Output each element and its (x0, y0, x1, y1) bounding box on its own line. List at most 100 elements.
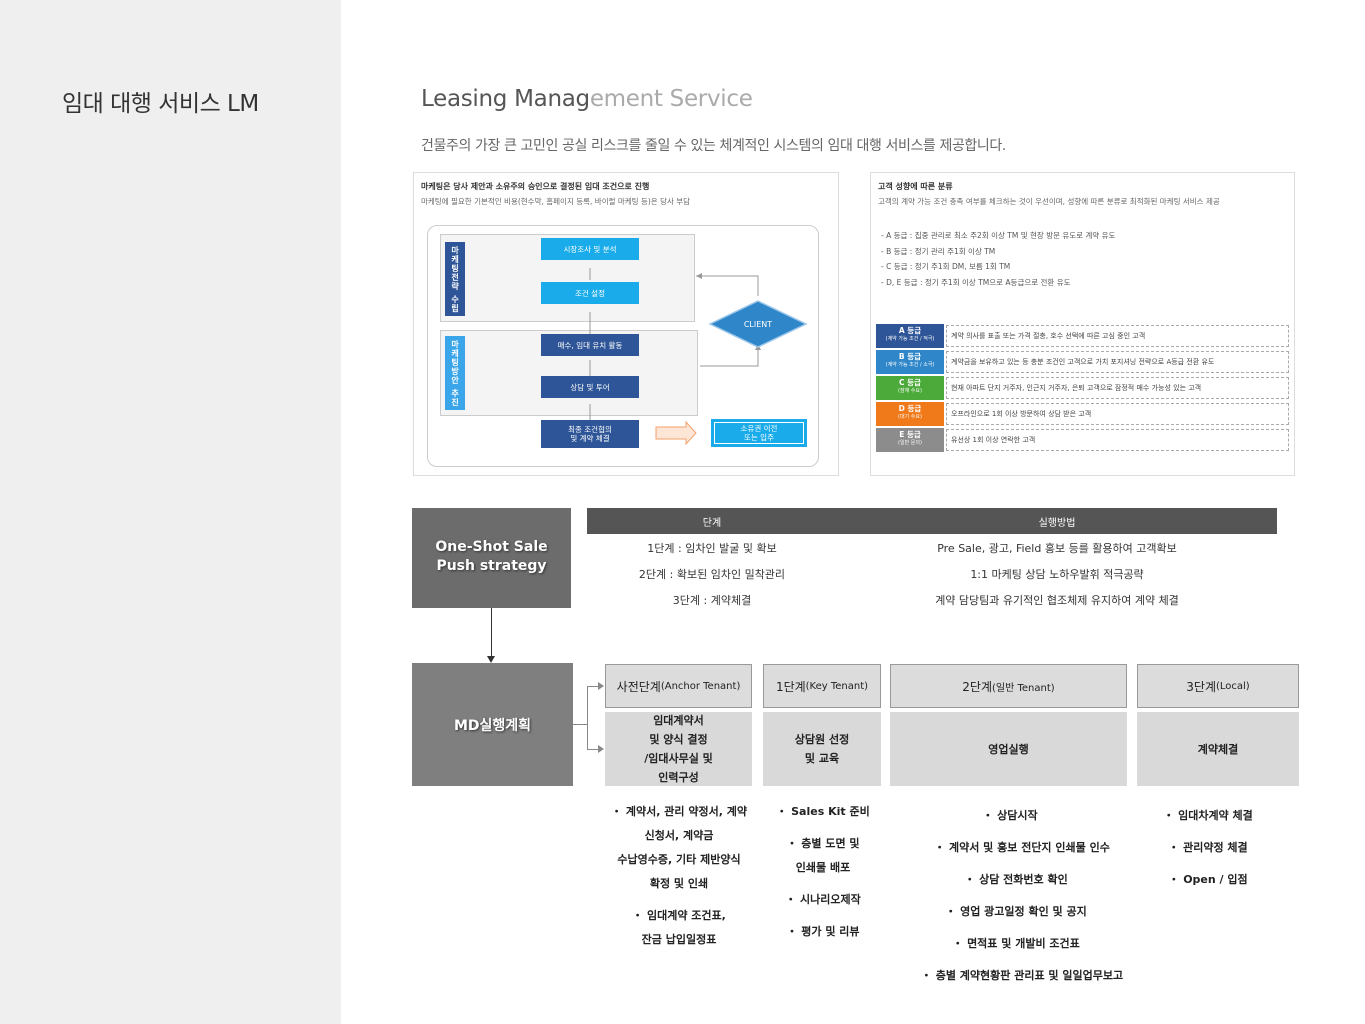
flow-vert-char: 안 (451, 376, 459, 385)
flow-vert-char: 전 (451, 273, 459, 282)
flow-box-ownership-line1: 소유권 이전 (740, 424, 778, 433)
md-body-line: 인력구성 (658, 771, 699, 784)
grade-badge-b: B 등급(계약 가능 조건 / 소극) (876, 350, 944, 374)
md-col-head-label: 사전단계 (616, 679, 661, 694)
grade-rule-item: - C 등급 : 정기 주1회 DM, 보름 1회 TM (881, 262, 1011, 271)
md-col-head-label: 3단계 (1186, 679, 1216, 694)
md-bullet: 잔금 납입일정표 (641, 933, 717, 946)
flow-vert-char: 팅 (451, 264, 459, 273)
grade-desc: 계약금을 보유하고 있는 등 충분 조건인 고객으로 가치 포지셔닝 전략으로 … (946, 351, 1289, 373)
flow-box-consult-tour: 상담 및 투어 (541, 376, 639, 398)
grade-row-a: A 등급(계약 가능 조건 / 적극) 계약 의사를 표출 또는 가격 절충, … (876, 324, 1289, 348)
stage-col-header: 단계 (702, 517, 722, 529)
flow-vert-char: 립 (451, 304, 459, 313)
md-bullet: ・ 계약서, 관리 약정서, 계약 (611, 805, 747, 818)
grade-sub: (계약 가능 조건 / 적극) (885, 336, 935, 342)
flow-vert-char: 수 (451, 295, 459, 304)
md-connector (587, 686, 598, 687)
strategy-arrow-icon (487, 656, 495, 663)
md-bullet: ・ Open / 입점 (1168, 873, 1248, 886)
flow-box-market-research: 시장조사 및 분석 (541, 238, 639, 260)
stage-cell: 2단계 : 확보된 임차인 밀착관리 (638, 568, 786, 581)
md-col-head-sub: (Anchor Tenant) (660, 680, 741, 692)
grade-label: A 등급 (898, 326, 922, 335)
grade-sub: (잠재 수요) (898, 388, 922, 394)
md-bullet: ・ 면적표 및 개발비 조건표 (952, 937, 1080, 950)
customer-grade-panel: 고객 성향에 따른 분류 고객의 계약 가능 조건 충족 여부를 체크하는 것이… (870, 172, 1295, 476)
md-col-body-pre: 임대계약서 및 양식 결정 /임대사무실 및 인력구성 (605, 712, 752, 786)
md-body-line: 상담원 선정 (794, 733, 850, 746)
grade-desc: 유선상 1회 이상 연락한 고객 (946, 429, 1289, 451)
md-body-line: 및 교육 (804, 752, 840, 765)
md-plan-box: MD실행계획 (412, 663, 573, 786)
md-col-head-label: 2단계 (962, 679, 993, 694)
flow-box-ownership-transfer: 소유권 이전 또는 입주 (711, 419, 807, 447)
flow-vert-char: 마 (451, 246, 459, 255)
strategy-box: One-Shot Sale Push strategy (412, 508, 571, 608)
grade-row-c: C 등급(잠재 수요) 현재 아파트 단지 거주자, 인근지 거주자, 은퇴 고… (876, 376, 1289, 400)
flow-vert-char: 케 (451, 349, 459, 358)
md-col-body-stage3: 계약체결 (1137, 712, 1299, 786)
md-col-head-stage3: 3단계(Local) (1137, 664, 1299, 708)
grade-badge-d: D 등급(대기 수요) (876, 402, 944, 426)
md-body-line: 임대계약서 (653, 714, 704, 727)
grade-label: D 등급 (898, 404, 922, 413)
md-bullet: 신청서, 계약금 (644, 829, 714, 842)
md-bullet: ・ Sales Kit 준비 (776, 805, 870, 818)
md-col-head-stage1: 1단계(Key Tenant) (763, 664, 881, 708)
marketing-flow-desc: 마케팅에 필요한 기본적인 비용(현수막, 홈페이지 등록, 바이럴 마케팅 등… (421, 197, 691, 206)
md-bullets-pre: ・ 계약서, 관리 약정서, 계약 신청서, 계약금 수납영수증, 기타 제반양… (598, 800, 760, 952)
marketing-flow-title: 마케팅은 당사 제안과 소유주의 승인으로 결정된 임대 조건으로 진행 (421, 182, 650, 191)
md-arrow-icon (598, 682, 604, 690)
page-title: Leasing Management Service (421, 86, 753, 112)
flow-vert-char: 진 (451, 398, 459, 407)
grade-badge-a: A 등급(계약 가능 조건 / 적극) (876, 324, 944, 348)
md-col-body-stage1: 상담원 선정 및 교육 (763, 712, 881, 786)
method-cell: 1:1 마케팅 상담 노하우발휘 적극공략 (970, 568, 1144, 581)
strategy-line1: One-Shot Sale (435, 539, 548, 555)
flow-vert-char: 마 (451, 340, 459, 349)
md-col-head-sub: (Local) (1215, 680, 1250, 692)
grade-label: C 등급 (899, 378, 921, 387)
md-col-head-sub: (일반 Tenant) (992, 682, 1055, 694)
md-bullet: ・ 상담 전화번호 확인 (964, 873, 1068, 886)
flow-vert-char: 추 (451, 389, 459, 398)
customer-grade-desc: 고객의 계약 가능 조건 충족 여부를 체크하는 것이 우선이며, 성향에 따른… (878, 197, 1220, 206)
grade-row-b: B 등급(계약 가능 조건 / 소극) 계약금을 보유하고 있는 등 충분 조건… (876, 350, 1289, 374)
md-col-body-stage2: 영업실행 (890, 712, 1127, 786)
grade-rule-item: - A 등급 : 집중 관리로 최소 주2회 이상 TM 및 현장 방문 유도로… (881, 231, 1116, 240)
md-bullet: ・ 계약서 및 홍보 전단지 인쇄물 인수 (934, 841, 1110, 854)
grade-row-d: D 등급(대기 수요) 오프라인으로 1회 이상 방문하여 상담 받은 고객 (876, 402, 1289, 426)
flow-vert-char: 팅 (451, 358, 459, 367)
flow-vert-char: 케 (451, 255, 459, 264)
strategy-line2: Push strategy (436, 558, 547, 574)
page-subtitle: 건물주의 가장 큰 고민인 공실 리스크를 줄일 수 있는 체계적인 시스템의 … (421, 138, 1006, 154)
grade-desc: 계약 의사를 표출 또는 가격 절충, 호수 선택에 따른 고심 중인 고객 (946, 325, 1289, 347)
stage-cell: 3단계 : 계약체결 (672, 594, 752, 607)
md-bullet: 인쇄물 배포 (795, 861, 851, 874)
method-col-header: 실행방법 (1038, 517, 1076, 529)
strategy-connector (491, 608, 492, 657)
md-col-head-stage2: 2단계(일반 Tenant) (890, 664, 1127, 708)
md-col-head-pre: 사전단계(Anchor Tenant) (605, 664, 752, 708)
md-bullet: ・ 층별 계약현황판 관리표 및 일일업무보고 (920, 969, 1124, 982)
page-title-light: ement Service (589, 86, 753, 112)
md-bullet: 수납영수증, 기타 제반양식 (617, 853, 741, 866)
md-body-line: 및 양식 결정 (649, 733, 708, 746)
sidebar-title: 임대 대행 서비스 LM (62, 91, 259, 117)
stage-table-header: 단계 실행방법 (587, 508, 1277, 534)
md-connector (573, 724, 587, 725)
md-bullet: ・ 상담시작 (982, 809, 1038, 822)
flow-box-leasing-activity: 매수, 임대 유치 활동 (541, 334, 639, 356)
md-connector (587, 686, 588, 749)
method-cell: Pre Sale, 광고, Field 홍보 등를 활용하여 고객확보 (937, 542, 1177, 555)
grade-badge-e: E 등급(일반 문의) (876, 428, 944, 452)
flow-vert-char: 방 (451, 367, 459, 376)
flow-box-condition-setting: 조건 설정 (541, 282, 639, 304)
flow-box-final-contract-line2: 및 계약 체결 (570, 434, 610, 443)
method-cell: 계약 담당팀과 유기적인 협조체제 유지하여 계약 체결 (935, 594, 1179, 607)
md-arrow-icon (598, 745, 604, 753)
flow-vert-char: 략 (451, 282, 459, 291)
